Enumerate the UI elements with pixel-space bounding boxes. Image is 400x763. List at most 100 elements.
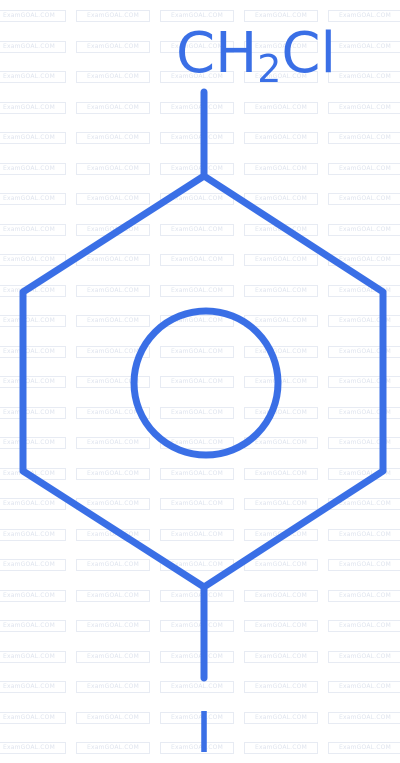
- watermark-stamp: ExamGOAL.COM: [328, 589, 400, 602]
- watermark-stamp: ExamGOAL.COM: [0, 345, 66, 358]
- watermark-row: ExamGOAL.COM ExamGOAL.COM ExamGOAL.COM Exam…: [0, 645, 400, 663]
- watermark-stamp: ExamGOAL.COM: [244, 132, 318, 144]
- watermark-stamp: ExamGOAL.COM: [160, 681, 234, 693]
- watermark-stamp: ExamGOAL.COM: [0, 376, 66, 388]
- watermark-stamp: ExamGOAL.COM: [0, 406, 66, 419]
- watermark-stamp: ExamGOAL.COM: [76, 437, 150, 449]
- substituent-bottom-label: I: [196, 701, 213, 763]
- watermark-stamp: ExamGOAL.COM: [328, 437, 400, 449]
- watermark-stamp: ExamGOAL.COM: [328, 559, 400, 571]
- watermark-stamp: ExamGOAL.COM: [0, 254, 66, 266]
- watermark-stamp: ExamGOAL.COM: [0, 315, 66, 327]
- watermark-stamp: ExamGOAL.COM: [76, 559, 150, 571]
- watermark-stamp: ExamGOAL.COM: [328, 223, 400, 236]
- watermark-stamp: ExamGOAL.COM: [76, 650, 150, 663]
- watermark-stamp: ExamGOAL.COM: [0, 40, 66, 53]
- watermark-stamp: ExamGOAL.COM: [0, 620, 66, 632]
- watermark-stamp: ExamGOAL.COM: [244, 589, 318, 602]
- watermark-stamp: ExamGOAL.COM: [160, 345, 234, 358]
- watermark-stamp: ExamGOAL.COM: [0, 498, 66, 510]
- watermark-stamp: ExamGOAL.COM: [160, 71, 234, 83]
- watermark-stamp: ExamGOAL.COM: [76, 620, 150, 632]
- watermark-stamp: ExamGOAL.COM: [76, 589, 150, 602]
- watermark-stamp: ExamGOAL.COM: [244, 681, 318, 693]
- substituent-top-tail: Cl: [281, 21, 336, 86]
- watermark-stamp: ExamGOAL.COM: [328, 528, 400, 541]
- watermark-stamp: ExamGOAL.COM: [328, 406, 400, 419]
- watermark-stamp: ExamGOAL.COM: [160, 376, 234, 388]
- watermark-stamp: ExamGOAL.COM: [76, 284, 150, 297]
- watermark-stamp: ExamGOAL.COM: [0, 681, 66, 693]
- watermark-stamp: ExamGOAL.COM: [0, 711, 66, 724]
- watermark-stamp: ExamGOAL.COM: [328, 10, 400, 22]
- watermark-stamp: ExamGOAL.COM: [328, 742, 400, 754]
- watermark-stamp: ExamGOAL.COM: [328, 650, 400, 663]
- watermark-stamp: ExamGOAL.COM: [0, 71, 66, 83]
- watermark-stamp: ExamGOAL.COM: [160, 498, 234, 510]
- watermark-stamp: ExamGOAL.COM: [244, 162, 318, 175]
- watermark-stamp: ExamGOAL.COM: [328, 711, 400, 724]
- watermark-stamp: ExamGOAL.COM: [160, 467, 234, 480]
- benzene-ring: [19, 172, 387, 591]
- watermark-row: ExamGOAL.COM ExamGOAL.COM ExamGOAL.COM Exam…: [0, 309, 400, 327]
- watermark-stamp: ExamGOAL.COM: [76, 315, 150, 327]
- watermark-stamp: ExamGOAL.COM: [0, 10, 66, 22]
- watermark-stamp: ExamGOAL.COM: [328, 71, 400, 83]
- watermark-stamp: ExamGOAL.COM: [244, 559, 318, 571]
- watermark-stamp: ExamGOAL.COM: [160, 528, 234, 541]
- watermark-stamp: ExamGOAL.COM: [0, 132, 66, 144]
- substituent-top-label: CH2Cl: [176, 21, 336, 91]
- watermark-stamp: ExamGOAL.COM: [244, 101, 318, 114]
- watermark-stamp: ExamGOAL.COM: [0, 742, 66, 754]
- watermark-stamp: ExamGOAL.COM: [160, 10, 234, 22]
- watermark-stamp: ExamGOAL.COM: [76, 40, 150, 53]
- watermark-stamp: ExamGOAL.COM: [0, 101, 66, 114]
- watermark-row: ExamGOAL.COM ExamGOAL.COM ExamGOAL.COM Exam…: [0, 584, 400, 602]
- watermark-stamp: ExamGOAL.COM: [0, 650, 66, 663]
- watermark-row: ExamGOAL.COM ExamGOAL.COM ExamGOAL.COM Exam…: [0, 65, 400, 83]
- watermark-stamp: ExamGOAL.COM: [244, 284, 318, 297]
- watermark-stamp: ExamGOAL.COM: [160, 40, 234, 53]
- watermark-stamp: ExamGOAL.COM: [76, 742, 150, 754]
- watermark-stamp: ExamGOAL.COM: [328, 284, 400, 297]
- watermark-stamp: ExamGOAL.COM: [328, 132, 400, 144]
- watermark-stamp: ExamGOAL.COM: [160, 711, 234, 724]
- watermark-stamp: ExamGOAL.COM: [160, 406, 234, 419]
- watermark-stamp: ExamGOAL.COM: [160, 315, 234, 327]
- watermark-stamp: ExamGOAL.COM: [328, 345, 400, 358]
- watermark-row: ExamGOAL.COM ExamGOAL.COM ExamGOAL.COM Exam…: [0, 4, 400, 22]
- watermark-stamp: ExamGOAL.COM: [76, 71, 150, 83]
- watermark-stamp: ExamGOAL.COM: [244, 498, 318, 510]
- watermark-stamp: ExamGOAL.COM: [76, 467, 150, 480]
- watermark-row: ExamGOAL.COM ExamGOAL.COM ExamGOAL.COM Exam…: [0, 675, 400, 693]
- watermark-stamp: ExamGOAL.COM: [328, 681, 400, 693]
- watermark-stamp: ExamGOAL.COM: [328, 162, 400, 175]
- watermark-stamp: ExamGOAL.COM: [244, 345, 318, 358]
- watermark-stamp: ExamGOAL.COM: [244, 742, 318, 754]
- watermark-stamp: ExamGOAL.COM: [328, 315, 400, 327]
- watermark-stamp: ExamGOAL.COM: [244, 650, 318, 663]
- watermark-stamp: ExamGOAL.COM: [328, 467, 400, 480]
- watermark-stamp: ExamGOAL.COM: [244, 10, 318, 22]
- substituent-top-subscript: 2: [257, 47, 281, 91]
- aromatic-circle: [130, 307, 282, 459]
- watermark-stamp: ExamGOAL.COM: [160, 254, 234, 266]
- watermark-row: ExamGOAL.COM ExamGOAL.COM ExamGOAL.COM Exam…: [0, 736, 400, 754]
- watermark-stamp: ExamGOAL.COM: [160, 162, 234, 175]
- watermark-stamp: ExamGOAL.COM: [0, 589, 66, 602]
- watermark-stamp: ExamGOAL.COM: [160, 650, 234, 663]
- watermark-row: ExamGOAL.COM ExamGOAL.COM ExamGOAL.COM Exam…: [0, 706, 400, 724]
- watermark-stamp: ExamGOAL.COM: [0, 162, 66, 175]
- watermark-row: ExamGOAL.COM ExamGOAL.COM ExamGOAL.COM Exam…: [0, 157, 400, 175]
- watermark-stamp: ExamGOAL.COM: [328, 193, 400, 205]
- watermark-stamp: ExamGOAL.COM: [244, 711, 318, 724]
- watermark-stamp: ExamGOAL.COM: [76, 10, 150, 22]
